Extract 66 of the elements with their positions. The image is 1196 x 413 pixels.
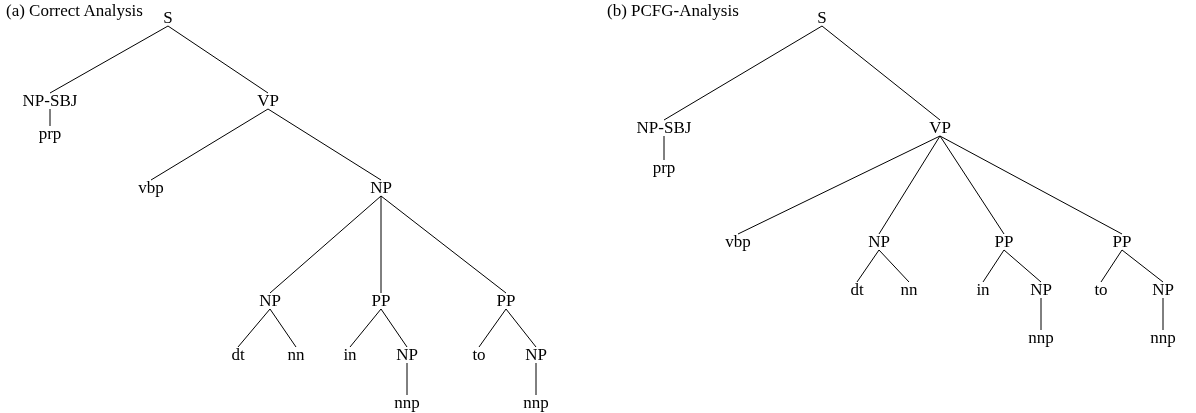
tree-branch-line [237, 308, 271, 348]
tree-node-label: VP [256, 92, 280, 110]
tree-node-label: nnp [522, 394, 550, 412]
tree-branch-line [269, 195, 382, 294]
tree-branch-line [1003, 249, 1042, 283]
tree-node-label: PP [993, 233, 1015, 251]
tree-node-label: NP [395, 346, 419, 364]
tree-branch-line [269, 308, 297, 348]
tree-branch-line [982, 249, 1005, 283]
tree-node-label: PP [370, 292, 392, 310]
tree-node-label: nnp [1149, 329, 1177, 347]
tree-branch-line [349, 308, 382, 348]
tree-branch-line [380, 195, 382, 294]
tree-node-label: nn [899, 281, 919, 299]
tree-branch-line [267, 108, 382, 181]
tree-branch-line [939, 135, 1123, 235]
tree-branch-line [406, 362, 408, 396]
tree-branch-line [878, 135, 941, 235]
tree-node-label: NP [524, 346, 548, 364]
tree-node-label: vbp [137, 179, 165, 197]
tree-node-label: PP [495, 292, 517, 310]
tree-node-label: VP [928, 119, 952, 137]
tree-node-label: NP [369, 179, 393, 197]
tree-branch-line [737, 135, 941, 235]
tree-node-label: NP [1029, 281, 1053, 299]
tree-branch-line [821, 25, 941, 121]
tree-node-label: to [471, 346, 487, 364]
panel-caption: (b) PCFG-Analysis [607, 2, 739, 20]
tree-branch-line [1100, 249, 1123, 283]
tree-branch-line [535, 362, 537, 396]
tree-branch-line [150, 108, 269, 181]
tree-node-label: NP-SBJ [21, 92, 79, 110]
tree-branch-line [663, 135, 665, 161]
tree-node-label: in [342, 346, 358, 364]
tree-branch-line [380, 195, 507, 294]
tree-branch-line [167, 25, 269, 94]
tree-node-label: NP [867, 233, 891, 251]
tree-branch-line [1040, 297, 1042, 331]
tree-branch-line [878, 249, 910, 283]
tree-node-label: dt [230, 346, 246, 364]
tree-node-label: S [162, 9, 174, 27]
tree-node-label: S [816, 9, 828, 27]
tree-node-label: NP [258, 292, 282, 310]
tree-branch-line [1162, 297, 1164, 331]
tree-branch-line [856, 249, 880, 283]
tree-node-label: nn [286, 346, 306, 364]
tree-node-label: PP [1111, 233, 1133, 251]
tree-node-label: prp [37, 125, 63, 143]
tree-branch-line [505, 308, 537, 348]
tree-node-label: prp [651, 159, 677, 177]
tree-branch-line [49, 25, 169, 94]
tree-branch-line [663, 25, 823, 121]
tree-node-label: NP-SBJ [635, 119, 693, 137]
tree-node-label: to [1093, 281, 1109, 299]
tree-branch-line [939, 135, 1005, 235]
tree-branch-line [49, 108, 51, 127]
tree-node-label: dt [849, 281, 865, 299]
tree-branch-line [380, 308, 408, 348]
tree-branch-line [1121, 249, 1164, 283]
panel-caption: (a) Correct Analysis [6, 2, 143, 20]
tree-node-label: vbp [724, 233, 752, 251]
tree-node-label: NP [1151, 281, 1175, 299]
tree-node-label: in [975, 281, 991, 299]
tree-node-label: nnp [393, 394, 421, 412]
tree-branch-line [478, 308, 507, 348]
tree-node-label: nnp [1027, 329, 1055, 347]
